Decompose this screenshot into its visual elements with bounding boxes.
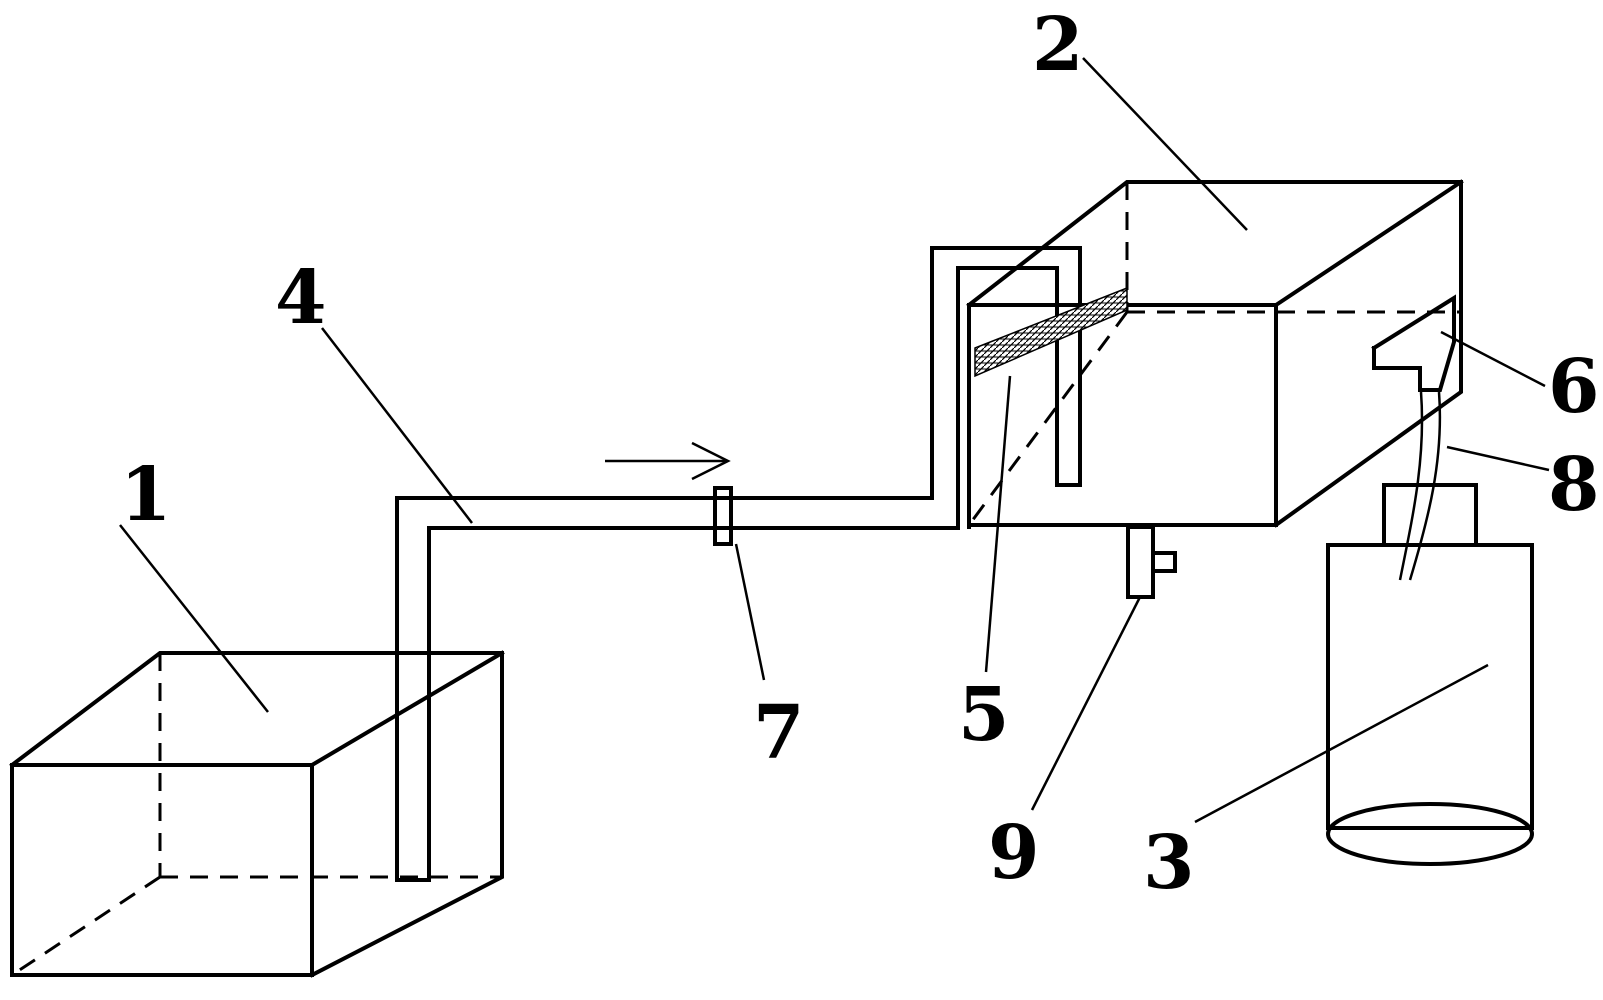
arrow-right-icon bbox=[605, 441, 731, 481]
hose-8 bbox=[1398, 391, 1442, 581]
label-1: 1 bbox=[120, 452, 172, 538]
outlet-nozzle-6 bbox=[1371, 294, 1456, 392]
label-4: 4 bbox=[275, 255, 327, 341]
label-3: 3 bbox=[1143, 820, 1195, 906]
filter-screen-5 bbox=[974, 286, 1128, 378]
leader-lines bbox=[119, 57, 1550, 824]
label-7: 7 bbox=[753, 690, 805, 776]
label-8: 8 bbox=[1548, 442, 1600, 528]
drain-valve-9 bbox=[1126, 525, 1177, 599]
tank-1 bbox=[9, 650, 505, 978]
part-labels: 1 2 3 4 5 6 7 8 9 bbox=[120, 2, 1600, 906]
container-3 bbox=[1326, 483, 1534, 866]
pipe-4 bbox=[395, 246, 1082, 882]
label-6: 6 bbox=[1548, 344, 1600, 430]
valve-7 bbox=[713, 486, 733, 546]
label-9: 9 bbox=[988, 810, 1040, 896]
label-5: 5 bbox=[958, 672, 1010, 758]
label-2: 2 bbox=[1032, 2, 1084, 88]
tank-2 bbox=[966, 179, 1464, 529]
